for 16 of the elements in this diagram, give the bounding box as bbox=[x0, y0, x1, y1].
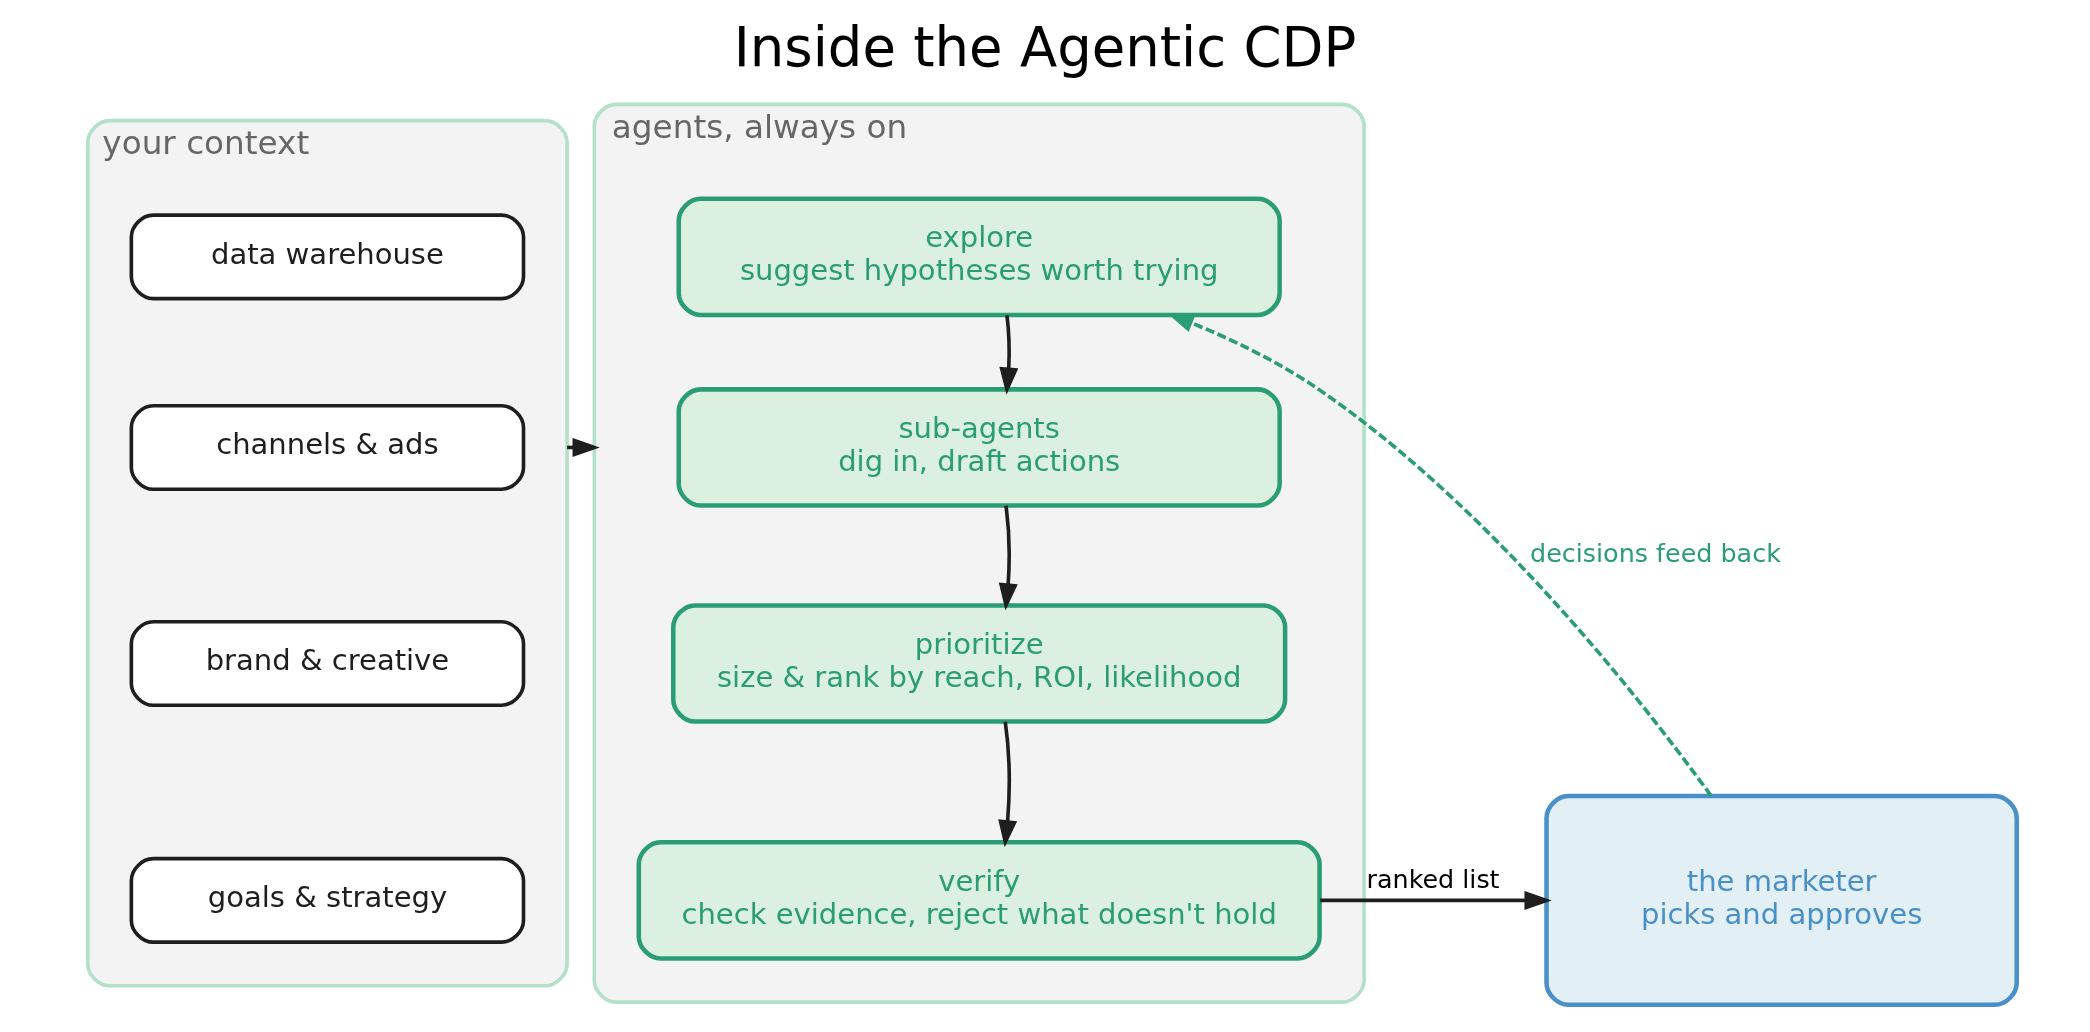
edge-label: ranked list bbox=[1366, 864, 1500, 895]
node-box: brand & creative bbox=[129, 619, 526, 708]
arrow bbox=[999, 315, 1019, 395]
node-box: the marketer picks and approves bbox=[1544, 793, 2019, 1008]
node-box: channels & ads bbox=[129, 403, 526, 492]
node-box: explore suggest hypotheses worth trying bbox=[676, 196, 1282, 318]
diagram-title: Inside the Agentic CDP bbox=[733, 15, 1357, 80]
node-box: sub-agents dig in, draft actions bbox=[676, 387, 1282, 508]
node-box: goals & strategy bbox=[129, 856, 526, 944]
arrow bbox=[998, 505, 1018, 611]
arrow bbox=[1320, 890, 1552, 910]
arrow bbox=[998, 721, 1018, 848]
node-box: verify check evidence, reject what doesn't hold bbox=[636, 840, 1322, 961]
edge-label: decisions feed back bbox=[1530, 538, 1781, 569]
node-box: data warehouse bbox=[129, 213, 526, 301]
node-box: prioritize size & rank by reach, ROI, likelihood bbox=[671, 603, 1288, 724]
